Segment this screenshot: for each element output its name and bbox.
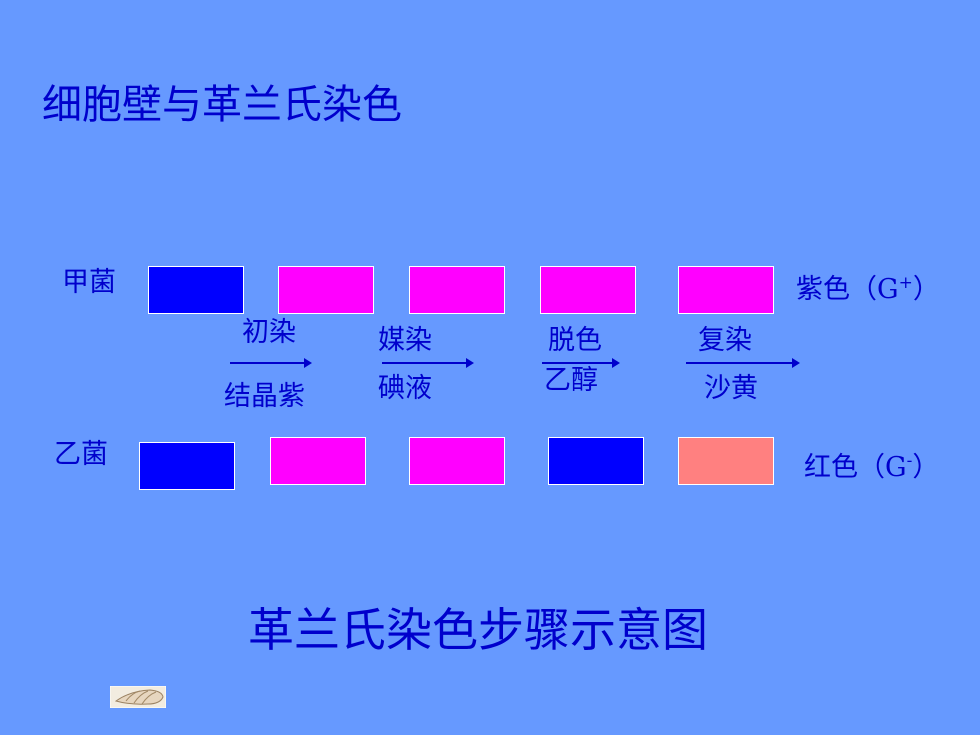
row-a-box-2 bbox=[409, 266, 505, 314]
row-a-box-4 bbox=[678, 266, 774, 314]
row-b-box-4 bbox=[678, 437, 774, 485]
step-3-reagent: 乙醇 bbox=[544, 365, 598, 396]
step-4-name: 复染 bbox=[698, 325, 752, 356]
step-1-arrow bbox=[230, 358, 312, 368]
step-4-reagent: 沙黄 bbox=[704, 373, 758, 404]
row-b-box-2 bbox=[409, 437, 505, 485]
row-b-result-text: 红色（G bbox=[804, 452, 907, 483]
row-b-box-0 bbox=[139, 442, 235, 490]
shell-icon[interactable] bbox=[109, 685, 167, 709]
step-3-name: 脱色 bbox=[548, 325, 602, 356]
row-a-result: 紫色（G+） bbox=[796, 266, 940, 307]
step-2-arrow bbox=[382, 358, 474, 368]
slide-title: 细胞壁与革兰氏染色 bbox=[42, 82, 402, 128]
step-1-name: 初染 bbox=[242, 317, 296, 348]
row-b-result-close: ） bbox=[912, 452, 940, 483]
row-a-box-1 bbox=[278, 266, 374, 314]
step-1-reagent: 结晶紫 bbox=[224, 381, 305, 412]
row-b-label: 乙菌 bbox=[54, 439, 108, 470]
row-a-box-3 bbox=[540, 266, 636, 314]
step-2-reagent: 碘液 bbox=[378, 373, 432, 404]
row-a-box-0 bbox=[148, 266, 244, 314]
step-3-arrow bbox=[542, 358, 620, 368]
step-2-name: 媒染 bbox=[378, 325, 432, 356]
row-b-box-3 bbox=[548, 437, 644, 485]
row-b-result-sign: - bbox=[906, 451, 913, 471]
row-b-result: 红色（G-） bbox=[804, 444, 939, 485]
row-a-label: 甲菌 bbox=[62, 267, 116, 298]
row-a-result-close: ） bbox=[912, 274, 940, 305]
step-4-arrow bbox=[686, 358, 800, 368]
row-b-box-1 bbox=[270, 437, 366, 485]
row-a-result-sign: + bbox=[898, 273, 913, 293]
row-a-result-text: 紫色（G bbox=[796, 274, 899, 305]
diagram-caption: 革兰氏染色步骤示意图 bbox=[248, 603, 708, 657]
